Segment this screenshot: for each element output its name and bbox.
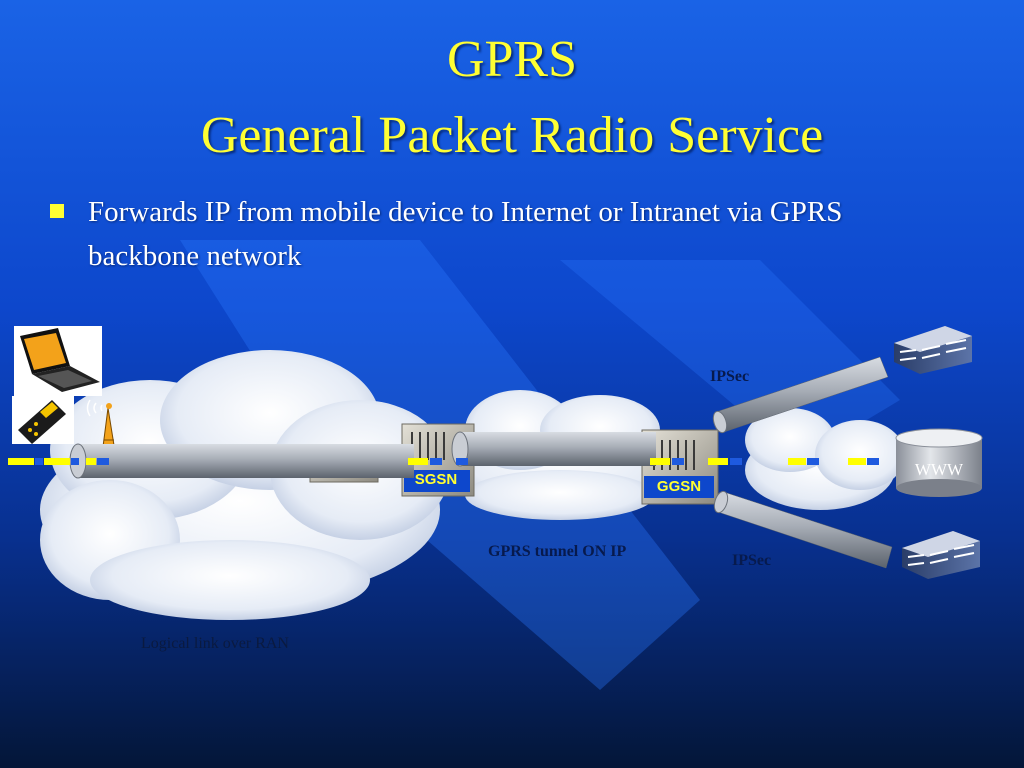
internet-cloud bbox=[745, 408, 905, 510]
slide-subtitle: General Packet Radio Service bbox=[200, 107, 824, 164]
gprs-tunnel-label: GPRS tunnel ON IP bbox=[488, 543, 627, 560]
sgsn-label: SGSN bbox=[414, 471, 458, 488]
ipsec-top-label: IPSec bbox=[710, 368, 750, 385]
gprs-diagram bbox=[8, 326, 983, 620]
gprs-tunnel-pipe bbox=[451, 431, 656, 467]
bullet-text: Forwards IP from mobile device to Intern… bbox=[88, 196, 843, 272]
office-building-bottom-icon bbox=[902, 531, 980, 579]
bullet-square-icon bbox=[50, 204, 64, 218]
ran-link-label: Logical link over RAN bbox=[141, 635, 289, 652]
www-label: WWW bbox=[914, 460, 964, 479]
bullet-item: Forwards IP from mobile device to Intern… bbox=[50, 190, 910, 278]
ggsn-label: GGSN bbox=[656, 478, 702, 495]
office-building-top-icon bbox=[894, 326, 972, 374]
mobile-phone-icon bbox=[12, 396, 74, 444]
ipsec-pipe-bottom bbox=[713, 490, 893, 569]
laptop-icon bbox=[14, 326, 102, 396]
ipsec-bottom-label: IPSec bbox=[732, 552, 772, 569]
slide-title: GPRS bbox=[446, 31, 578, 88]
packet-stream bbox=[8, 458, 879, 465]
ipsec-pipe-top bbox=[712, 356, 889, 434]
www-database-icon bbox=[895, 428, 983, 497]
ggsn-node-icon bbox=[641, 429, 719, 505]
ran-link-pipe bbox=[69, 443, 414, 479]
